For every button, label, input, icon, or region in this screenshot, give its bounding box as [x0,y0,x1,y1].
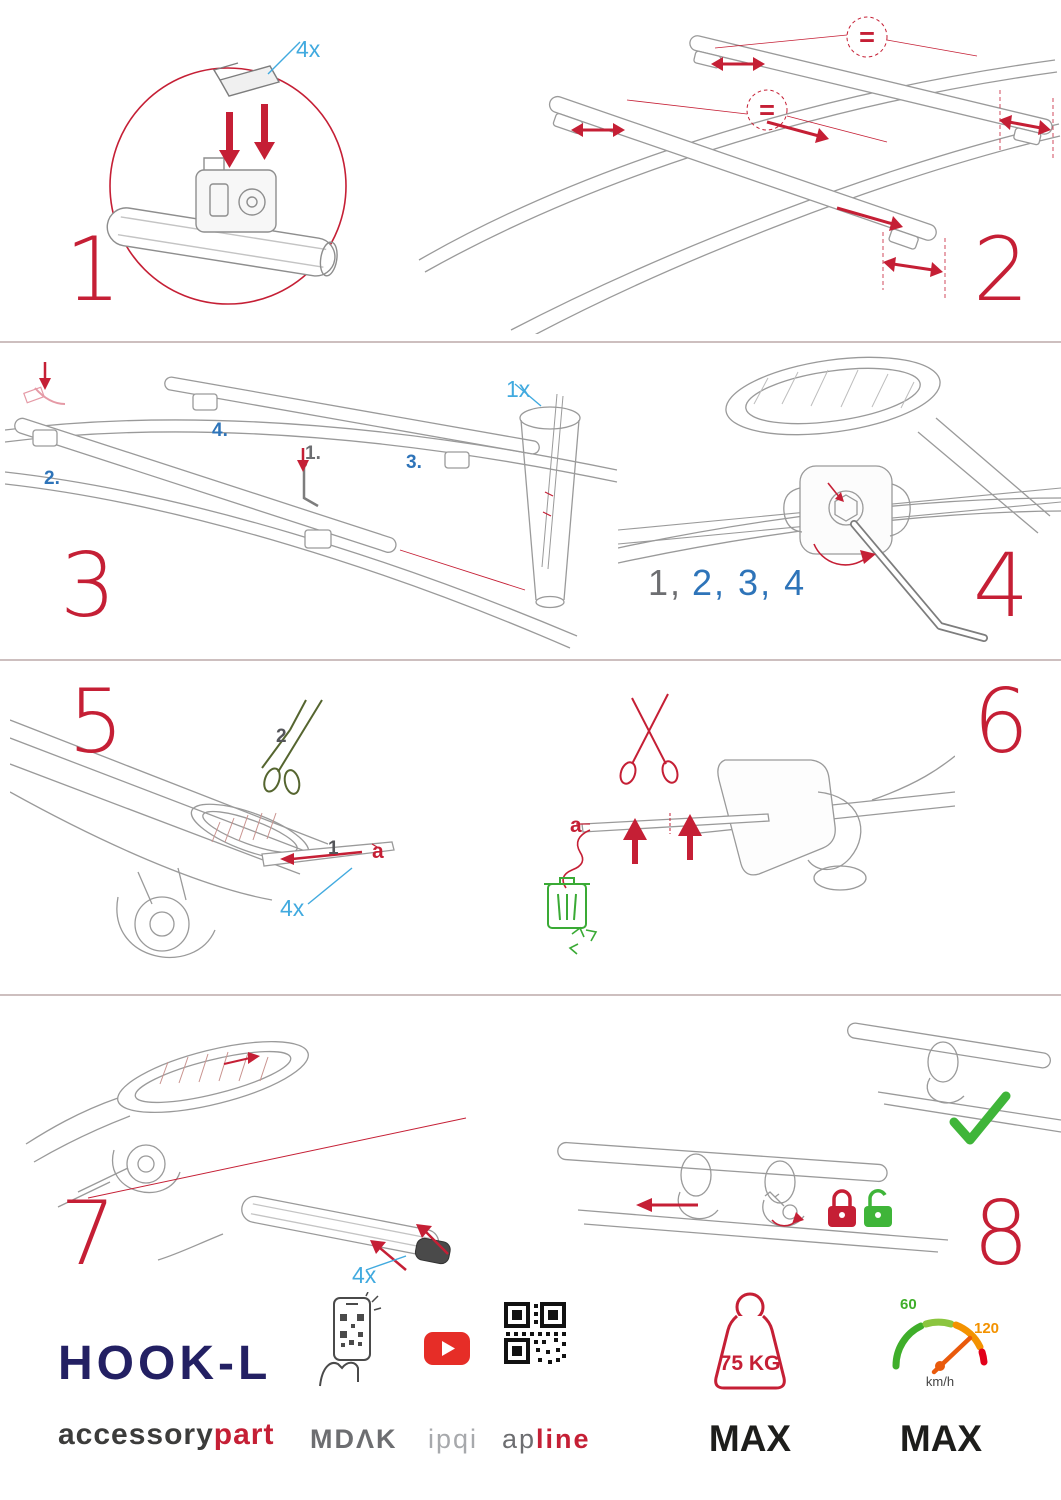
speed-max-label: MAX [899,1418,983,1459]
step-3-number: 3 [60,534,116,637]
insert-arrows-icon [219,104,275,168]
step3-sub-label-2: 2. [44,468,60,489]
apline-first: ap [502,1424,537,1454]
brand-first: accessory [58,1418,214,1451]
step3-sub-label-3: 3. [406,452,422,473]
section-divider-1 [0,341,1061,343]
step4-sequence-text: 1,2, 3, 4 [648,562,806,604]
speed-high-label: 120 [974,1320,1000,1337]
section-divider-3 [0,994,1061,996]
step3-quantity-label: 1x [506,376,531,402]
rail-end-cone [519,393,581,609]
weight-max-label: MAX [708,1418,792,1459]
equal-spacing-callouts [626,16,1054,298]
scissors-icon [261,699,323,795]
apline-logo: apline [502,1424,591,1455]
step-6-number: 6 [973,670,1029,773]
insert-cap-arrows-icon [370,1224,449,1271]
speedometer-icon [892,1318,988,1375]
step5-quantity-label: 4x [280,895,305,921]
product-name: HOOK-L [58,1337,272,1390]
phone-qr-scan-icon [319,1292,382,1387]
equal-symbol-2: = [759,95,775,125]
step-1-number: 1 [65,218,121,321]
step7-end-cap-illustration [25,1041,467,1271]
weight-value-label: 75 KG [719,1352,781,1375]
step-4-number: 4 [973,534,1029,637]
step6-mark-a: a [570,814,582,837]
step5-mark-2: 2 [276,726,287,747]
step3-sub-label-1: 1. [305,443,321,464]
key-icon [764,1191,798,1220]
step5-mark-1: 1 [328,838,339,859]
step7-quantity-label: 4x [352,1262,377,1288]
mdak-logo: MDΛK [310,1424,398,1454]
step2-crossbar-spacing-illustration [418,16,1061,334]
checkmark-icon [949,1091,1011,1145]
speed-unit-label: km/h [925,1374,955,1389]
step1-clamp-detail-illustration [106,41,347,305]
sequence-rest: 2, 3, 4 [692,562,807,603]
ipqi-logo: ipqi [428,1424,479,1454]
weight-max-icon [714,1292,786,1390]
step3-sub-label-4: 4. [212,420,228,441]
step3-assembly-order-illustration [5,362,618,649]
step5-mark-a: a [372,840,384,863]
step-7-number: 7 [60,1182,116,1285]
step-8-number: 8 [973,1182,1029,1285]
padlock-open-icon [864,1189,892,1227]
scissors-icon [619,693,679,785]
adjust-arrows-icon [571,57,1051,277]
apline-second: line [536,1424,591,1454]
step-5-number: 5 [68,670,124,773]
step-2-number: 2 [973,218,1029,321]
allen-key-icon [850,520,988,642]
step6-trim-discard-illustration [544,693,955,955]
equal-symbol-1: = [859,22,875,52]
qr-code [504,1302,566,1364]
trash-bin-icon [544,877,590,929]
step4-clamp-tightening-illustration [618,356,1061,642]
push-up-arrows-icon [623,814,702,864]
step8-lock-illustration [557,1022,1061,1253]
step1-quantity-label: 4x [296,36,321,62]
padlock-closed-icon [828,1189,856,1227]
recycle-icon [568,926,598,955]
speed-low-label: 60 [900,1296,917,1313]
brand-logo: accessorypart [58,1418,274,1452]
youtube-icon [424,1332,470,1365]
brand-second: part [213,1418,275,1451]
sequence-first: 1, [648,562,683,603]
step5-strip-cutting-illustration [10,699,395,959]
section-divider-2 [0,659,1061,661]
